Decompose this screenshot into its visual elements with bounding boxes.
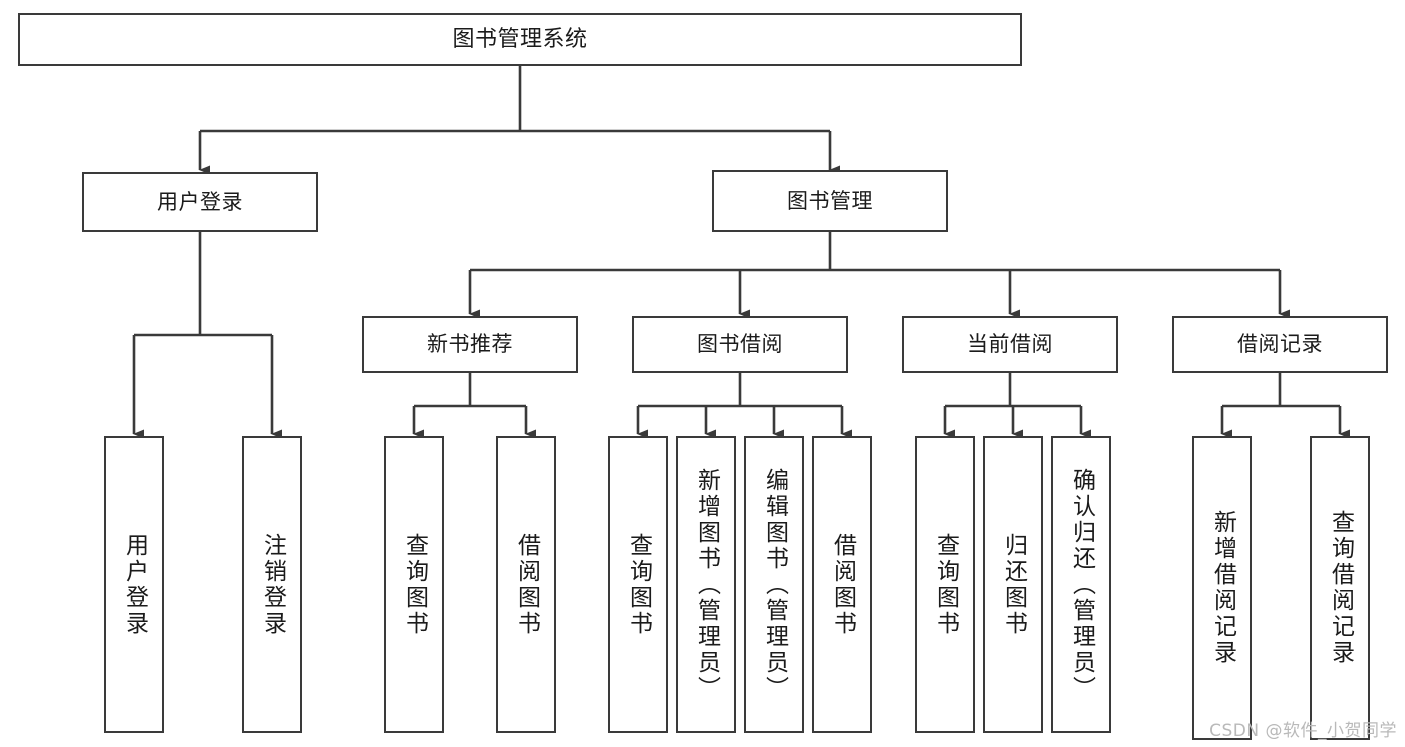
leaf-query-book-borrow[interactable]: 查询图书: [608, 436, 668, 733]
node-label: 借阅记录: [1237, 332, 1323, 357]
leaf-add-book[interactable]: 新增图书（管理员）: [676, 436, 736, 733]
node-user-login[interactable]: 用户登录: [82, 172, 318, 232]
node-label: 确认归还（管理员）: [1068, 467, 1095, 702]
watermark: CSDN @软件_小贺同学: [1209, 721, 1397, 741]
node-label: 图书借阅: [697, 332, 783, 357]
node-root-system[interactable]: 图书管理系统: [18, 13, 1022, 66]
node-label: 图书管理系统: [452, 26, 588, 52]
node-label: 新增借阅记录: [1209, 510, 1236, 666]
node-label: 查询图书: [401, 532, 428, 637]
node-label: 当前借阅: [967, 332, 1053, 357]
node-label: 图书管理: [787, 188, 873, 213]
node-label: 归还图书: [1000, 532, 1027, 637]
leaf-return-book[interactable]: 归还图书: [983, 436, 1043, 733]
leaf-user-login[interactable]: 用户登录: [104, 436, 164, 733]
node-borrow-record[interactable]: 借阅记录: [1172, 316, 1388, 373]
node-new-book-recommend[interactable]: 新书推荐: [362, 316, 578, 373]
node-label: 查询图书: [625, 532, 652, 637]
node-label: 用户登录: [121, 532, 148, 637]
node-book-manage[interactable]: 图书管理: [712, 170, 948, 232]
node-label: 新增图书（管理员）: [693, 467, 720, 702]
node-current-borrow[interactable]: 当前借阅: [902, 316, 1118, 373]
leaf-query-book-current[interactable]: 查询图书: [915, 436, 975, 733]
leaf-borrow-book-recommend[interactable]: 借阅图书: [496, 436, 556, 733]
node-label: 查询借阅记录: [1327, 510, 1354, 666]
node-book-borrow[interactable]: 图书借阅: [632, 316, 848, 373]
node-label: 借阅图书: [829, 532, 856, 637]
node-label: 借阅图书: [513, 532, 540, 637]
node-label: 编辑图书（管理员）: [761, 467, 788, 702]
node-label: 注销登录: [259, 532, 286, 637]
leaf-confirm-return[interactable]: 确认归还（管理员）: [1051, 436, 1111, 733]
leaf-query-book-recommend[interactable]: 查询图书: [384, 436, 444, 733]
leaf-borrow-book[interactable]: 借阅图书: [812, 436, 872, 733]
leaf-query-borrow-record[interactable]: 查询借阅记录: [1310, 436, 1370, 740]
node-label: 用户登录: [157, 189, 243, 214]
leaf-user-logout[interactable]: 注销登录: [242, 436, 302, 733]
leaf-edit-book[interactable]: 编辑图书（管理员）: [744, 436, 804, 733]
node-label: 新书推荐: [427, 332, 513, 357]
node-label: 查询图书: [932, 532, 959, 637]
leaf-add-borrow-record[interactable]: 新增借阅记录: [1192, 436, 1252, 740]
